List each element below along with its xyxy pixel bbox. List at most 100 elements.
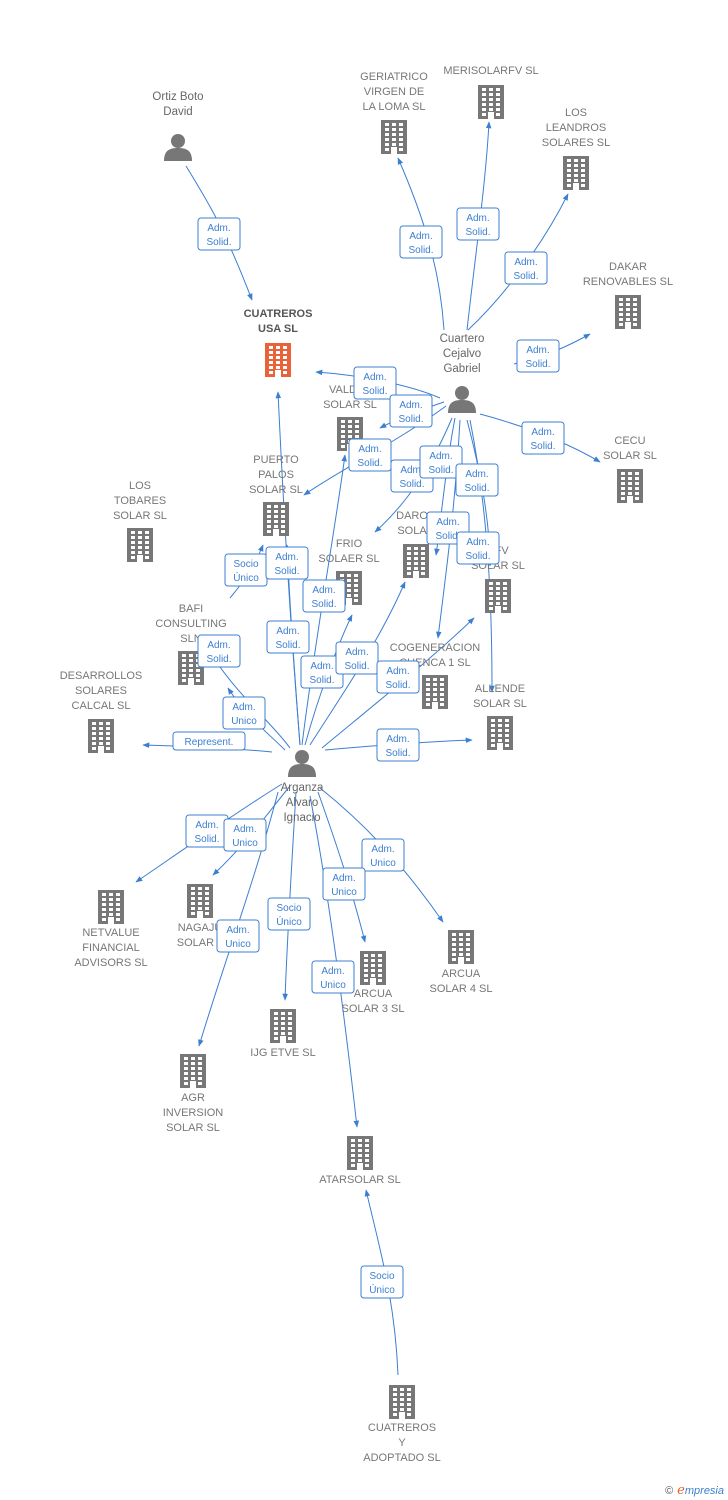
node-atarsolar[interactable]: ATARSOLAR SL (319, 1136, 401, 1186)
relation-label-line: Solid. (465, 551, 490, 562)
relation-label-line: Adm. (531, 427, 554, 438)
relation-label-arganza-cogeneracion[interactable]: Adm.Solid. (376, 660, 420, 694)
node-label-line: PUERTO (253, 454, 299, 466)
building-icon (617, 469, 643, 503)
relation-label-cuartero-geriatrico[interactable]: Adm.Solid. (399, 225, 443, 259)
node-label-line: PALOS (258, 469, 294, 481)
relation-label-line: Solid. (362, 386, 387, 397)
relation-label-arganza-frio[interactable]: Adm.Solid. (300, 655, 344, 689)
relation-label-arganza-bafi[interactable]: Adm. Solid. (197, 634, 241, 668)
building-icon (265, 343, 291, 377)
relation-label-cuartero-merisolar[interactable]: Adm.Solid. (456, 207, 500, 241)
relation-label-line: Solid. (206, 654, 231, 665)
relation-label-cuartero-cecu[interactable]: Adm. Solid. (521, 421, 565, 455)
node-label-line: COGENERACION (390, 642, 481, 654)
relation-label-line: Adm. (386, 666, 409, 677)
relation-label-line: Solid. (465, 227, 490, 238)
relation-label-cuartero-puerto[interactable]: Adm.Solid. (348, 438, 392, 472)
node-label-line: SLN (180, 633, 201, 645)
relation-label-line: Solid. (385, 748, 410, 759)
relation-label-arganza-puerto[interactable]: Adm.Solid. (265, 546, 309, 580)
node-label-line: FRIO (336, 538, 363, 550)
relation-label-arganza-desarrollos[interactable]: Represent. (172, 731, 246, 751)
building-icon (381, 120, 407, 154)
relation-label-line: Solid. (274, 566, 299, 577)
relation-label-arganza-bafi2[interactable]: Adm.Unico (222, 696, 266, 730)
relation-label-ortiz-cuatreros_usa[interactable]: Adm.Solid. (197, 217, 241, 251)
node-label-line: NETVALUE (82, 927, 139, 939)
node-ijg[interactable]: IJG ETVE SL (250, 1009, 316, 1059)
edge-cuartero-allende (469, 419, 495, 693)
relation-label-arganza-arcua3[interactable]: Adm.Unico (322, 867, 366, 901)
relation-label-arganza-netvalue[interactable]: Adm.Solid. (185, 814, 229, 848)
relation-label-arganza-allende[interactable]: Adm.Solid. (376, 728, 420, 762)
building-icon (270, 1009, 296, 1043)
node-label-line: ADOPTADO SL (363, 1452, 440, 1464)
building-icon (485, 579, 511, 613)
relation-label-arganza-valdef[interactable]: Adm.Solid. (302, 579, 346, 613)
relation-label-arganza-cuatreros_usa[interactable]: Adm.Solid. (266, 620, 310, 654)
building-icon (389, 1385, 415, 1419)
relation-label-arganza-nagaju[interactable]: Adm.Unico (223, 818, 267, 852)
relation-label-line: Adm. (207, 640, 230, 651)
relation-label-line: Unico (225, 939, 251, 950)
relation-label-arganza-agr[interactable]: Adm.Unico (216, 919, 260, 953)
relation-label-cuartero-cuatreros_usa[interactable]: Adm.Solid. (353, 366, 397, 400)
edge-cuartero-frio (434, 417, 456, 556)
brand-logo-text: mpresia (684, 1485, 724, 1497)
relation-label-cuartero-dakar[interactable]: Adm.Solid. (516, 339, 560, 373)
relation-label-cuartero-valdef[interactable]: Adm.Solid. (389, 394, 433, 428)
person-icon (448, 386, 476, 413)
relation-label-line: Adm. (310, 661, 333, 672)
relation-label-line: Adm. (312, 585, 335, 596)
building-icon (478, 85, 504, 119)
relation-label-arganza-arcua4[interactable]: Adm.Unico (361, 838, 405, 872)
relation-label-cuartero-allende[interactable]: Adm.Solid. (456, 531, 500, 565)
building-icon (187, 884, 213, 918)
edge-arganza-arcua3 (317, 791, 367, 943)
relation-label-line: Adm. (233, 824, 256, 835)
relation-label-line: Unico (370, 858, 396, 869)
building-icon (615, 295, 641, 329)
building-icon (263, 502, 289, 536)
relation-label-arganza-daroc[interactable]: Adm.Solid. (335, 641, 379, 675)
node-label-line: SOLAR 2 (177, 937, 223, 949)
relation-label-cuartero-frio[interactable]: Adm.Solid. (419, 445, 463, 479)
node-label-line: Arganza (281, 782, 324, 794)
relation-label-line: Adm. (526, 345, 549, 356)
relation-label-cuartero-afv[interactable]: Adm.Solid. (455, 463, 499, 497)
node-merisolar[interactable]: MERISOLARFV SL (443, 65, 539, 119)
relation-label-line: Solid. (530, 441, 555, 452)
relation-label-line: Solid. (398, 414, 423, 425)
node-label-line: SOLAR SL (603, 450, 657, 462)
copyright-symbol: © (665, 1485, 674, 1497)
relation-label-arganza-atarsolar[interactable]: Adm.Unico (311, 960, 355, 994)
relation-label-line: Unico (320, 980, 346, 991)
node-label-line: SOLARES (75, 685, 127, 697)
relation-label-cuartero-leandros[interactable]: Adm.Solid. (504, 251, 548, 285)
